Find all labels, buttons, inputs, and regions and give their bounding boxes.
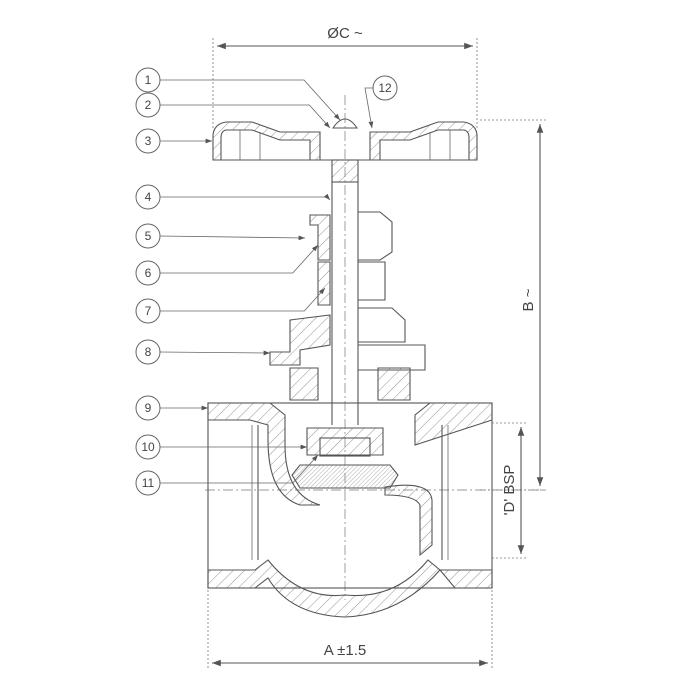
callout-balloon xyxy=(135,339,161,365)
dimension-a-label: A ±1.5 xyxy=(324,642,366,659)
callout-leader xyxy=(160,244,319,274)
callout-1: 1 xyxy=(135,67,341,121)
callout-leader xyxy=(160,104,331,129)
callout-number: 12 xyxy=(378,81,392,95)
disc-assembly xyxy=(291,427,399,489)
bonnet xyxy=(269,211,426,401)
callout-number: 8 xyxy=(145,345,152,359)
dimension-d-label: 'D' BSP xyxy=(501,465,518,516)
callout-leader xyxy=(160,193,331,201)
stem xyxy=(331,159,359,425)
callout-number: 5 xyxy=(145,229,152,243)
callout-leader xyxy=(160,287,326,312)
callout-number: 9 xyxy=(145,401,152,415)
callout-number: 3 xyxy=(145,134,152,148)
callout-balloon xyxy=(135,92,161,118)
callout-12: 12 xyxy=(364,75,398,129)
dimension-c: ØC ~ xyxy=(212,25,478,130)
callout-number: 7 xyxy=(145,304,152,318)
dimension-b: B ~ xyxy=(480,119,548,491)
callout-number: 6 xyxy=(145,266,152,280)
callout-leader xyxy=(159,235,306,241)
callout-number: 10 xyxy=(141,440,155,454)
handwheel-nut xyxy=(331,118,359,129)
callout-balloon xyxy=(135,260,161,286)
callout-11: 11 xyxy=(135,454,319,496)
callout-leader xyxy=(160,454,319,484)
callout-balloon xyxy=(135,395,161,421)
callout-2: 2 xyxy=(135,92,331,129)
callout-balloon xyxy=(135,298,161,324)
dimension-c-label: ØC ~ xyxy=(327,25,363,42)
callout-balloon xyxy=(372,75,398,101)
callout-5: 5 xyxy=(135,223,306,249)
callout-balloon xyxy=(135,223,161,249)
callout-leader xyxy=(159,350,271,356)
callout-number: 1 xyxy=(145,73,152,87)
callout-6: 6 xyxy=(135,244,319,286)
callout-balloon xyxy=(135,470,161,496)
callout-number: 4 xyxy=(145,190,152,204)
dimension-d: 'D' BSP xyxy=(492,422,528,559)
callout-number: 11 xyxy=(142,476,155,490)
callout-balloon xyxy=(135,128,161,154)
callout-7: 7 xyxy=(135,287,326,324)
callout-4: 4 xyxy=(135,184,331,210)
callout-balloon xyxy=(135,67,161,93)
callout-8: 8 xyxy=(135,339,271,365)
dimension-b-label: B ~ xyxy=(520,288,537,311)
dimension-a: A ±1.5 xyxy=(207,590,493,670)
callout-balloon xyxy=(135,184,161,210)
callout-balloon xyxy=(135,434,161,460)
valve-body xyxy=(207,402,493,618)
callout-9: 9 xyxy=(135,395,208,421)
callout-10: 10 xyxy=(135,434,307,460)
callout-leader xyxy=(364,87,374,129)
callout-3: 3 xyxy=(135,128,212,154)
callout-leader xyxy=(160,79,341,121)
callout-number: 2 xyxy=(145,98,152,112)
